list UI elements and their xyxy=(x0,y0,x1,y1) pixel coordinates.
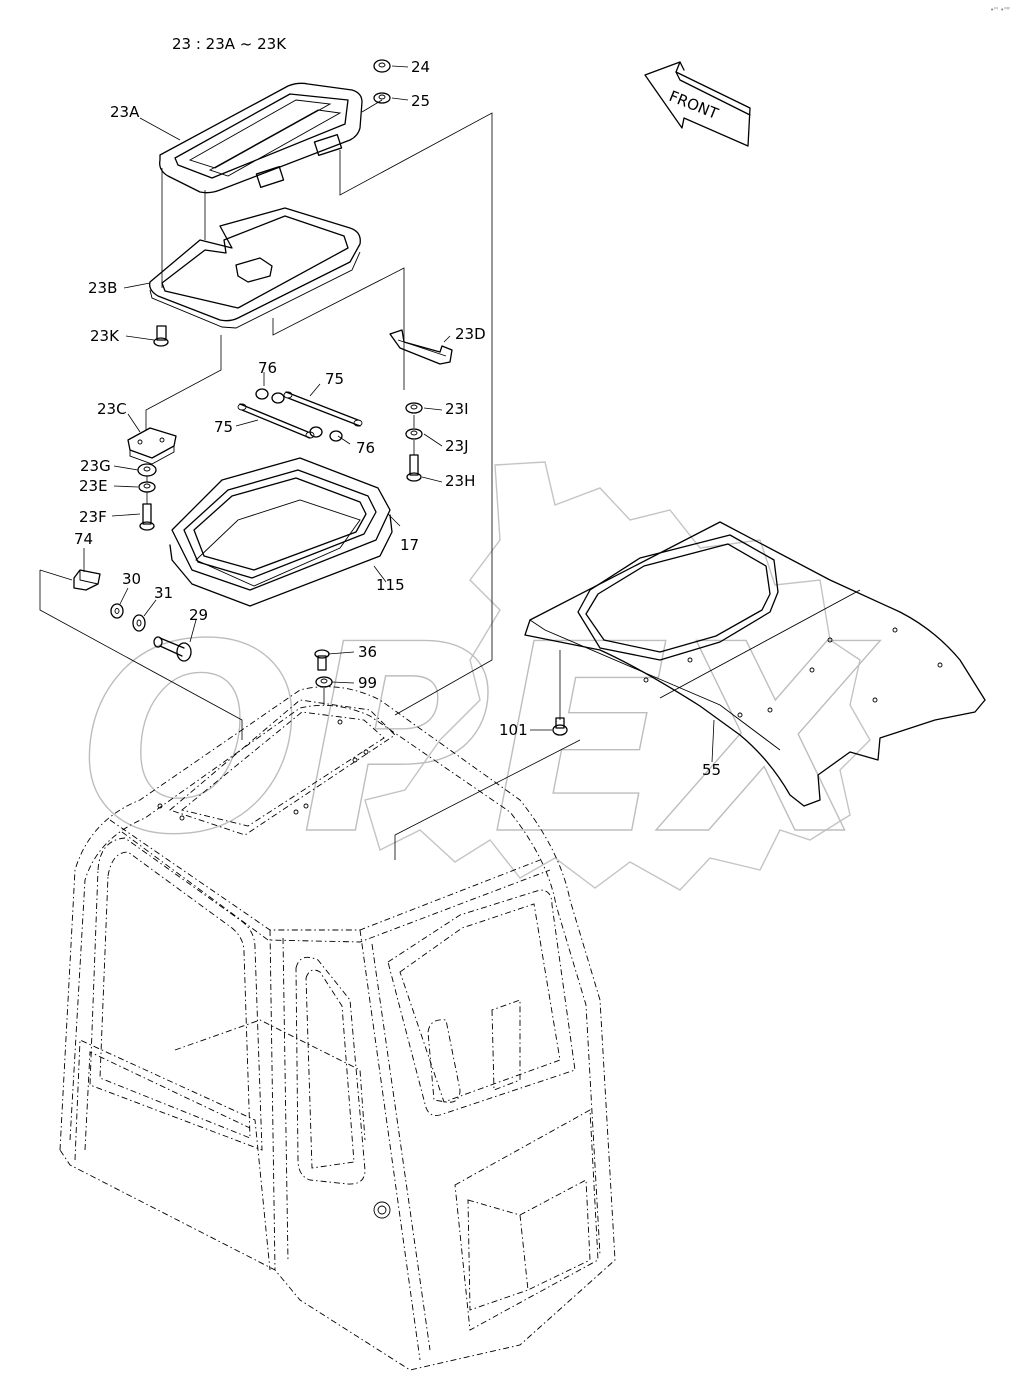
ring-76-upper xyxy=(255,388,285,404)
assembly-guides xyxy=(39,99,581,860)
callout-23J: 23J xyxy=(445,437,469,455)
watermark-gear xyxy=(364,461,871,891)
callout-29: 29 xyxy=(189,606,208,624)
latch-74 xyxy=(73,569,101,591)
bolt-23F xyxy=(139,503,155,531)
callout-23I: 23I xyxy=(445,400,469,418)
handle-23D xyxy=(389,329,453,365)
callout-23B: 23B xyxy=(88,279,117,297)
callout-labels: 24 25 23A 23B 23K 23D 76 75 75 76 23C 23… xyxy=(74,58,721,779)
callout-74: 74 xyxy=(74,530,93,548)
gas-strut-75-lower xyxy=(237,403,315,439)
roof-cover-55 xyxy=(524,521,986,807)
callout-23D: 23D xyxy=(455,325,486,343)
callout-76-lower: 76 xyxy=(356,439,375,457)
pin-29 xyxy=(153,636,192,662)
callout-23F: 23F xyxy=(79,508,107,526)
bolt-23K xyxy=(153,325,169,347)
watermark-text: OPEX xyxy=(80,590,880,892)
cab-frame xyxy=(59,686,616,1371)
ring-76-lower xyxy=(309,426,343,442)
callout-24: 24 xyxy=(411,58,430,76)
range-note: 23 : 23A ~ 23K xyxy=(172,35,287,53)
hatch-cover-23A xyxy=(159,82,363,194)
callout-23H: 23H xyxy=(445,472,475,490)
callout-17: 17 xyxy=(400,536,419,554)
callout-101: 101 xyxy=(499,721,528,739)
washer-23I xyxy=(405,402,423,414)
seal-115 xyxy=(169,499,393,607)
callout-31: 31 xyxy=(154,584,173,602)
callout-23A: 23A xyxy=(110,103,140,121)
callout-36: 36 xyxy=(358,643,377,661)
seal-17 xyxy=(171,457,391,591)
callout-99: 99 xyxy=(358,674,377,692)
corner-mark: •ᴹ •ᴹᴹ xyxy=(990,6,1010,14)
washer-31 xyxy=(132,614,146,632)
bracket-23C xyxy=(127,427,177,465)
callout-23E: 23E xyxy=(79,477,108,495)
bolt-23H xyxy=(406,454,422,482)
callout-23G: 23G xyxy=(80,457,111,475)
washer-23E xyxy=(138,481,156,493)
callout-23C: 23C xyxy=(97,400,127,418)
callout-55: 55 xyxy=(702,761,721,779)
callout-25: 25 xyxy=(411,92,430,110)
washer-23G xyxy=(137,463,157,477)
callout-115: 115 xyxy=(376,576,405,594)
callout-76-upper: 76 xyxy=(258,359,277,377)
leader-lines xyxy=(83,65,715,763)
nut-24 xyxy=(373,59,391,73)
gas-strut-75-upper xyxy=(283,391,363,427)
washer-25 xyxy=(373,92,391,104)
washer-30 xyxy=(110,603,124,619)
front-arrow: FRONT xyxy=(644,61,751,147)
hatch-frame-23B xyxy=(149,207,361,329)
watermark: OPEX xyxy=(79,461,881,893)
callout-30: 30 xyxy=(122,570,141,588)
callout-75-lower: 75 xyxy=(214,418,233,436)
washer-23J xyxy=(405,428,423,440)
callout-23K: 23K xyxy=(90,327,120,345)
callout-75-upper: 75 xyxy=(325,370,344,388)
